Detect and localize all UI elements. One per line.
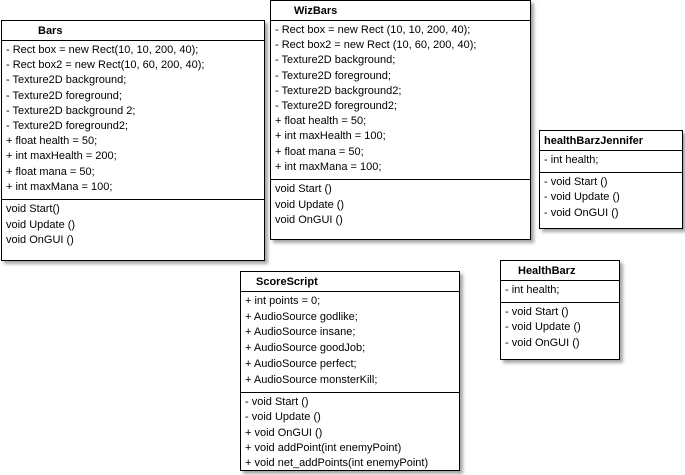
attributes-section: - Rect box = new Rect(10, 10, 200, 40); … — [2, 41, 264, 199]
attribute: + AudioSource goodJob; — [245, 342, 366, 355]
attribute: + int maxMana = 100; — [275, 160, 382, 173]
method: - void Start () — [505, 306, 569, 319]
methods-section: void Start() void Update () void OnGUI (… — [2, 199, 264, 253]
attribute: - Texture2D background; — [6, 74, 127, 87]
attribute: + AudioSource godlike; — [245, 310, 358, 323]
class-name: Bars — [2, 21, 264, 41]
methods-section: - void Start () - void Update () - void … — [540, 172, 682, 225]
class-wizbars[interactable]: WizBars - Rect box = new Rect (10, 10, 2… — [270, 0, 531, 240]
attribute: - Texture2D background 2; — [6, 104, 136, 117]
method: void Update () — [275, 198, 345, 211]
attribute: + int maxMana = 100; — [6, 180, 113, 193]
attribute: + float health = 50; — [6, 135, 98, 148]
attribute: + int points = 0; — [245, 295, 321, 307]
class-name: HealthBarz — [501, 261, 619, 281]
attribute: - int health; — [544, 154, 599, 166]
attribute: - Texture2D background; — [275, 54, 396, 67]
method: + void net_addPoints(int enemyPoint) — [245, 457, 429, 470]
attribute: + AudioSource monsterKill; — [245, 373, 378, 386]
method: + void addPoint(int enemyPoint) — [245, 441, 402, 454]
attribute: - Rect box2 = new Rect(10, 60, 200, 40); — [6, 59, 205, 72]
attribute: - Texture2D foreground2; — [275, 100, 398, 113]
attributes-section: + int points = 0; + AudioSource godlike;… — [241, 292, 459, 392]
attribute: + float mana = 50; — [275, 145, 364, 158]
attribute: - int health; — [505, 284, 560, 296]
attribute: - Rect box = new Rect (10, 10, 200, 40); — [275, 24, 471, 36]
method: - void Update () — [544, 191, 620, 204]
attribute: + int maxHealth = 200; — [6, 150, 117, 163]
method: void OnGUI () — [6, 234, 74, 247]
attribute: + float mana = 50; — [6, 165, 95, 178]
method: - void OnGUI () — [505, 336, 580, 349]
attribute: + AudioSource perfect; — [245, 357, 357, 370]
class-scorescript[interactable]: ScoreScript + int points = 0; + AudioSou… — [240, 271, 460, 471]
attribute: + int maxHealth = 100; — [275, 130, 386, 143]
attributes-section: - int health; — [501, 281, 619, 302]
class-name: ScoreScript — [241, 272, 459, 292]
attribute: + float health = 50; — [275, 115, 367, 128]
attribute: - Texture2D foreground2; — [6, 120, 129, 133]
method: - void Start () — [544, 176, 608, 189]
attributes-section: - int health; — [540, 151, 682, 172]
attribute: - Texture2D foreground; — [6, 89, 122, 102]
class-healthbarz[interactable]: HealthBarz - int health; - void Start ()… — [500, 260, 620, 360]
method: void Update () — [6, 218, 76, 231]
method: - void Start () — [245, 396, 309, 409]
attribute: - Texture2D background2; — [275, 84, 402, 97]
class-name: healthBarzJennifer — [540, 131, 682, 151]
attribute: - Texture2D foreground; — [275, 69, 391, 82]
method: + void OnGUI () — [245, 426, 323, 439]
methods-section: - void Start () - void Update () - void … — [501, 302, 619, 355]
method: - void Update () — [505, 321, 581, 334]
attribute: + AudioSource insane; — [245, 326, 356, 339]
attribute: - Rect box = new Rect(10, 10, 200, 40); — [6, 44, 199, 56]
class-name: WizBars — [271, 1, 530, 21]
method: void Start() — [6, 203, 60, 216]
method: - void OnGUI () — [544, 206, 619, 219]
methods-section: void Start () void Update () void OnGUI … — [271, 179, 530, 233]
methods-section: - void Start () - void Update () + void … — [241, 392, 459, 475]
method: - void Update () — [245, 411, 321, 424]
class-bars[interactable]: Bars - Rect box = new Rect(10, 10, 200, … — [1, 20, 265, 261]
method: void Start () — [275, 183, 332, 196]
attributes-section: - Rect box = new Rect (10, 10, 200, 40);… — [271, 21, 530, 179]
attribute: - Rect box2 = new Rect (10, 60, 200, 40)… — [275, 39, 477, 52]
method: void OnGUI () — [275, 214, 343, 227]
class-healthbarzjennifer[interactable]: healthBarzJennifer - int health; - void … — [539, 130, 683, 229]
